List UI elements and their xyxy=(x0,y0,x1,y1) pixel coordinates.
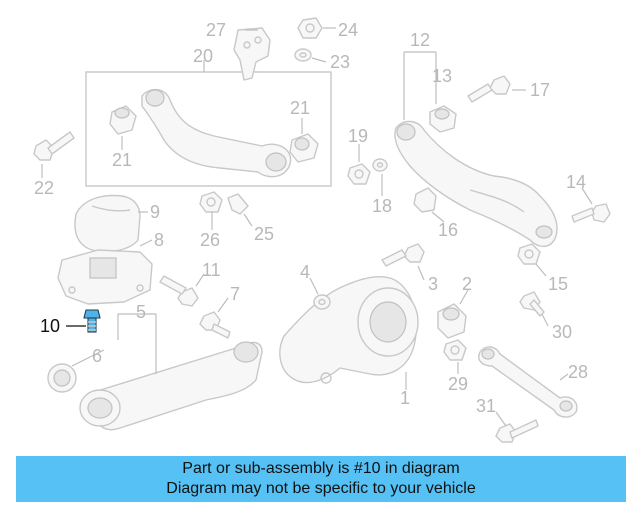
part-18-washer[interactable] xyxy=(372,158,388,172)
part-23-washer[interactable] xyxy=(294,48,312,62)
callout-29[interactable]: 29 xyxy=(448,374,468,394)
part-12-lower-arm[interactable] xyxy=(394,120,558,247)
callout-10[interactable]: 10 xyxy=(40,316,60,336)
callout-4[interactable]: 4 xyxy=(300,262,310,282)
part-19-nut[interactable] xyxy=(347,163,371,185)
part-8-mount[interactable] xyxy=(57,249,153,305)
banner-line-1: Part or sub-assembly is #10 in diagram xyxy=(182,460,460,477)
part-9-cover[interactable] xyxy=(74,194,141,253)
banner-line-2: Diagram may not be specific to your vehi… xyxy=(166,480,476,497)
callout-3[interactable]: 3 xyxy=(428,274,438,294)
part-31-bolt[interactable] xyxy=(495,419,539,443)
callout-17[interactable]: 17 xyxy=(530,80,550,100)
part-25-clip[interactable] xyxy=(227,193,249,215)
part-28-link[interactable] xyxy=(478,346,578,418)
callout-2[interactable]: 2 xyxy=(462,274,472,294)
part-6-bushing[interactable] xyxy=(47,363,77,393)
callout-21-right[interactable]: 21 xyxy=(290,98,310,118)
part-30-bolt[interactable] xyxy=(519,291,545,317)
callout-28[interactable]: 28 xyxy=(568,362,588,382)
info-banner: Part or sub-assembly is #10 in diagram D… xyxy=(16,456,626,502)
part-21-bushing-left[interactable] xyxy=(109,105,137,135)
callout-8[interactable]: 8 xyxy=(154,230,164,250)
callout-22[interactable]: 22 xyxy=(34,178,54,198)
callout-26[interactable]: 26 xyxy=(200,230,220,250)
callout-30[interactable]: 30 xyxy=(552,322,572,342)
callout-21-left[interactable]: 21 xyxy=(112,150,132,170)
part-10-bolt[interactable] xyxy=(83,309,101,333)
part-21-bushing-right[interactable] xyxy=(289,133,319,163)
callout-9[interactable]: 9 xyxy=(150,202,160,222)
callout-14[interactable]: 14 xyxy=(566,172,586,192)
callout-12[interactable]: 12 xyxy=(410,30,430,50)
callout-18[interactable]: 18 xyxy=(372,196,392,216)
part-17-bolt[interactable] xyxy=(467,75,511,103)
part-1-knuckle[interactable] xyxy=(279,276,419,384)
part-3-bolt[interactable] xyxy=(381,243,425,267)
callout-labels: 20 27 24 23 12 13 17 21 21 19 18 22 14 1… xyxy=(34,20,588,416)
part-13-bushing[interactable] xyxy=(429,105,457,133)
callout-6[interactable]: 6 xyxy=(92,346,102,366)
callout-19[interactable]: 19 xyxy=(348,126,368,146)
part-16-cap[interactable] xyxy=(413,187,437,213)
callout-23[interactable]: 23 xyxy=(330,52,350,72)
callout-5[interactable]: 5 xyxy=(136,302,146,322)
callout-13[interactable]: 13 xyxy=(432,66,452,86)
part-7-bolt[interactable] xyxy=(199,311,231,339)
part-11-bolt[interactable] xyxy=(159,275,199,307)
part-29-nut[interactable] xyxy=(443,339,467,361)
callout-24[interactable]: 24 xyxy=(338,20,358,40)
part-15-nut[interactable] xyxy=(517,243,541,265)
part-2-bushing[interactable] xyxy=(437,303,467,339)
callout-1[interactable]: 1 xyxy=(400,388,410,408)
callout-11[interactable]: 11 xyxy=(202,260,221,280)
callout-7[interactable]: 7 xyxy=(230,284,240,304)
part-5-trailing-arm[interactable] xyxy=(79,341,263,431)
part-14-bolt[interactable] xyxy=(571,203,611,223)
assembly-box-20 xyxy=(85,71,332,187)
callout-31[interactable]: 31 xyxy=(476,396,496,416)
part-20-upper-arm[interactable] xyxy=(141,89,292,178)
part-26-nut[interactable] xyxy=(199,191,223,213)
callout-20[interactable]: 20 xyxy=(193,46,213,66)
callout-15[interactable]: 15 xyxy=(548,274,568,294)
part-24-nut[interactable] xyxy=(297,17,323,39)
callout-27[interactable]: 27 xyxy=(206,20,226,40)
leader-lines xyxy=(41,27,593,427)
callout-16[interactable]: 16 xyxy=(438,220,458,240)
parts-diagram: 20 27 24 23 12 13 17 21 21 19 18 22 14 1… xyxy=(33,17,611,443)
part-4-washer[interactable] xyxy=(313,294,331,310)
part-22-bolt[interactable] xyxy=(33,131,75,161)
callout-25[interactable]: 25 xyxy=(254,224,274,244)
part-27-bracket[interactable] xyxy=(233,27,271,81)
